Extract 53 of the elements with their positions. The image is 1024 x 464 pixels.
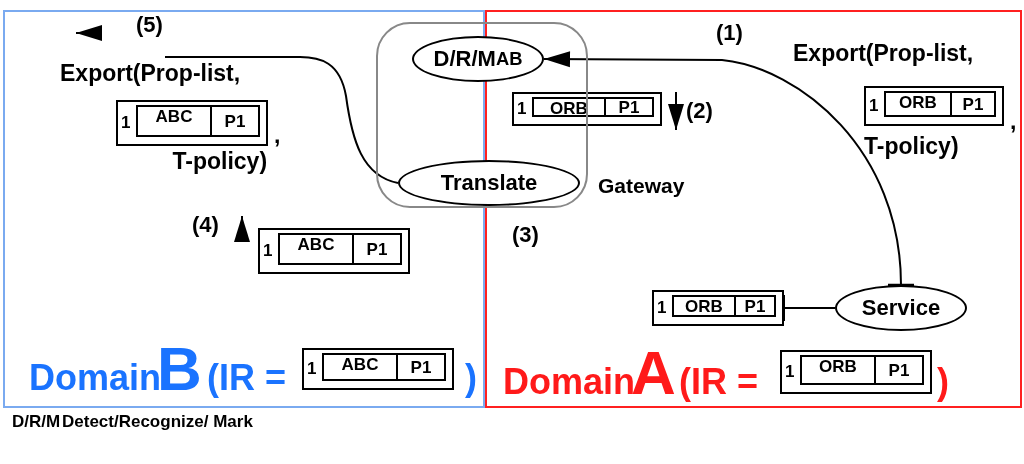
reference-box	[780, 350, 932, 394]
ref-number: 1	[869, 96, 879, 116]
domain-title: )	[937, 362, 949, 402]
ref-field: P1	[396, 353, 446, 381]
footnote: Detect/Recognize/ Mark	[62, 412, 254, 432]
ref-number: 1	[785, 362, 795, 382]
ref-field: P1	[352, 233, 402, 265]
connector	[543, 51, 916, 288]
reference-box	[652, 290, 784, 326]
reference-box	[258, 228, 410, 274]
ref-field: P1	[874, 355, 924, 385]
ref-field: P1	[210, 105, 260, 137]
ref-number: 1	[517, 99, 527, 119]
reference-box	[116, 100, 268, 146]
ref-field: ABC	[278, 233, 354, 265]
ref-field: P1	[604, 97, 654, 117]
ref-field: P1	[734, 295, 776, 317]
connector	[783, 294, 836, 322]
call-text: Export(Prop-list,	[793, 40, 974, 67]
domain-title: (IR =	[207, 358, 286, 398]
ref-number: 1	[263, 241, 273, 261]
ref-field: P1	[950, 91, 996, 117]
reference-box	[512, 92, 662, 126]
domain-title: A	[631, 342, 676, 404]
step-number: (2)	[686, 98, 713, 124]
ref-field: ORB	[672, 295, 736, 317]
step-number: (4)	[192, 212, 219, 238]
ellipse-node: Translate	[398, 160, 580, 206]
ref-field: ORB	[800, 355, 876, 385]
domain-title: (IR =	[679, 362, 758, 402]
call-text: T-policy)	[864, 133, 959, 160]
reference-box	[302, 348, 454, 390]
step-number: (5)	[136, 12, 163, 38]
call-text: T-policy)	[172, 148, 268, 175]
reference-box	[864, 86, 1004, 126]
step-number: (1)	[716, 20, 743, 46]
connector	[164, 56, 399, 184]
ref-field: ORB	[884, 91, 952, 117]
ellipse-node: Service	[835, 285, 967, 331]
ref-field: ABC	[322, 353, 398, 381]
gateway-box	[376, 22, 588, 208]
call-text: Export(Prop-list,	[60, 60, 241, 87]
call-text: ,	[1010, 108, 1017, 135]
ref-field: ORB	[532, 97, 606, 117]
gateway-label: Gateway	[598, 174, 685, 198]
ref-number: 1	[121, 113, 131, 133]
domain-title: )	[465, 358, 477, 398]
ref-field: ABC	[136, 105, 212, 137]
step-number: (3)	[512, 222, 539, 248]
call-text: ,	[274, 122, 281, 149]
ref-number: 1	[657, 298, 667, 318]
domain-title: Domain	[29, 358, 161, 398]
ref-number: 1	[307, 359, 317, 379]
